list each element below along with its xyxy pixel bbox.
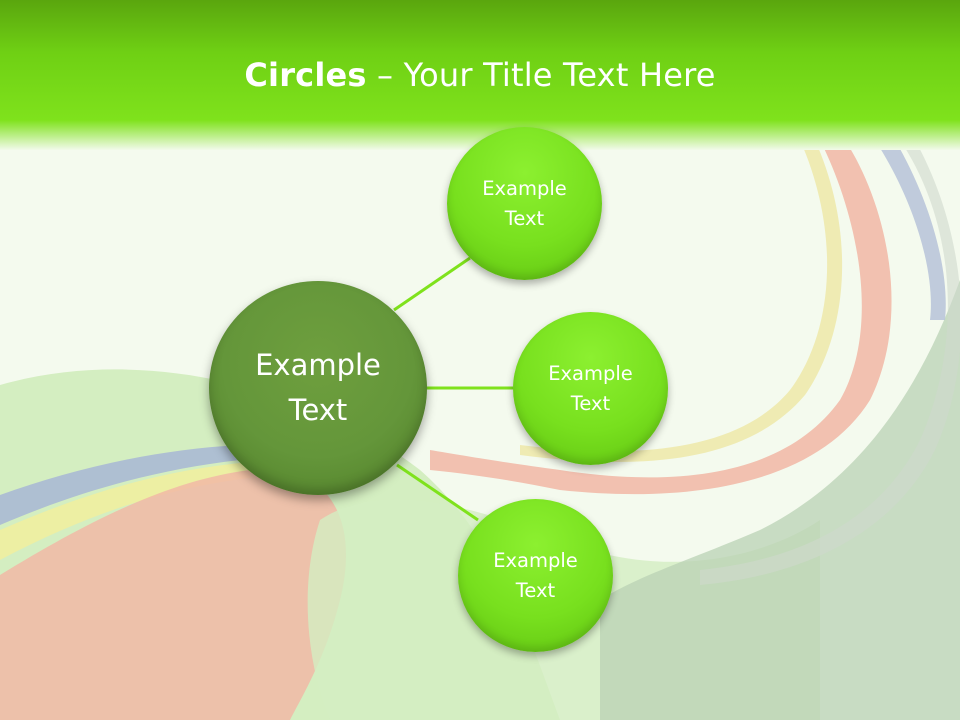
title-bold: Circles — [244, 56, 367, 94]
bg-swoosh-red-right — [430, 140, 892, 495]
center-circle-label: Example Text — [255, 348, 381, 427]
center-circle: Example Text — [209, 281, 427, 495]
node-circle-label: Example Text — [493, 548, 578, 602]
node-circle-middle: Example Text — [513, 312, 668, 465]
bg-swoosh-red — [0, 469, 346, 720]
node-circle-bottom: Example Text — [458, 499, 613, 652]
node-circle-label: Example Text — [482, 176, 567, 230]
title-bar — [0, 0, 960, 150]
bg-swoosh-grey-right — [600, 280, 960, 720]
connector-bottom — [396, 463, 479, 522]
node-circle-top: Example Text — [447, 127, 602, 280]
node-circle-label: Example Text — [548, 361, 633, 415]
bg-swoosh-blue — [0, 445, 240, 525]
page-title: Circles – Your Title Text Here — [0, 54, 960, 96]
bg-swoosh-blue-right — [875, 140, 946, 320]
connector-top — [393, 256, 471, 312]
title-rest: – Your Title Text Here — [366, 56, 716, 94]
bg-swoosh-grey-ribbon — [700, 140, 960, 585]
